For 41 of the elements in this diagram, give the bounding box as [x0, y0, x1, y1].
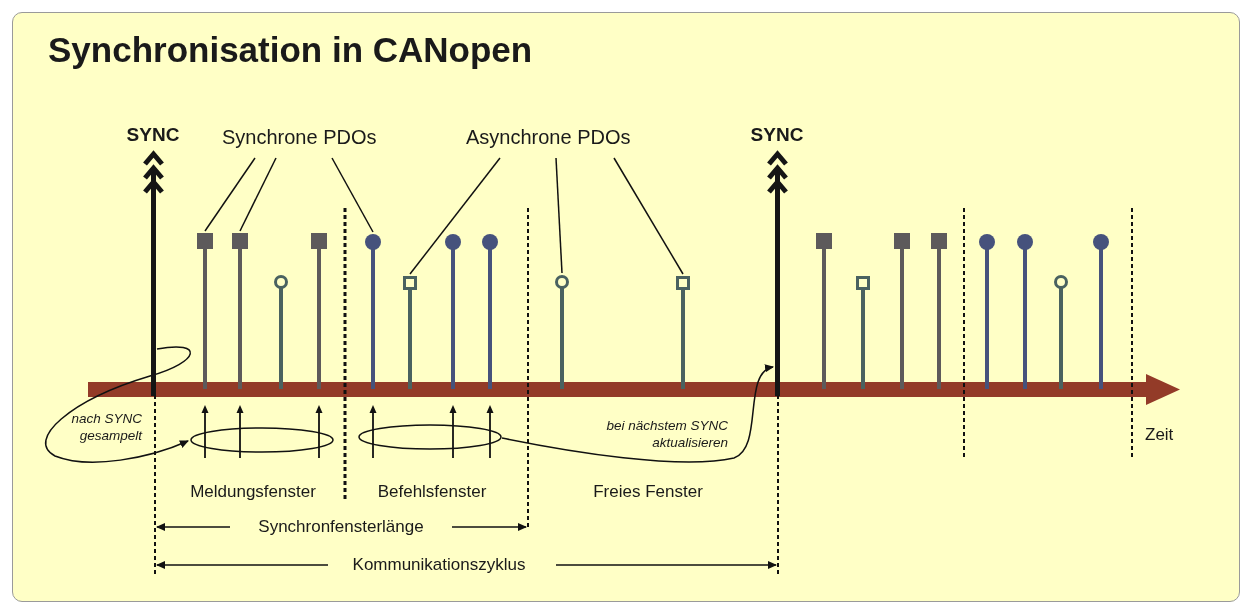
- sync-label: SYNC: [125, 124, 181, 146]
- pdo-square-marker: [311, 233, 327, 249]
- pdo-group-label: Asynchrone PDOs: [466, 126, 631, 149]
- window-label: Befehlsfenster: [377, 482, 487, 502]
- pdo-square-marker: [197, 233, 213, 249]
- pdo-circle-marker: [365, 234, 381, 250]
- grouping-ellipse: [358, 424, 502, 450]
- window-label: Freies Fenster: [593, 482, 703, 502]
- pdo-circle-marker: [274, 275, 288, 289]
- leader-line: [204, 157, 256, 232]
- grouping-ellipse: [190, 427, 334, 453]
- axis-label: Zeit: [1145, 425, 1174, 445]
- pdo-square-marker: [856, 276, 870, 290]
- leader-line: [555, 157, 563, 274]
- pdo-square-marker: [894, 233, 910, 249]
- leader-line: [239, 157, 277, 232]
- edge-label: bei nächstem SYNC aktualisieren: [605, 417, 728, 451]
- leader-line: [613, 157, 684, 275]
- pdo-circle-marker: [979, 234, 995, 250]
- pdo-circle-marker: [555, 275, 569, 289]
- pdo-group-label: Synchrone PDOs: [222, 126, 377, 149]
- pdo-circle-marker: [1054, 275, 1068, 289]
- dimension-label: Kommunikationszyklus: [352, 555, 526, 575]
- pdo-circle-marker: [1017, 234, 1033, 250]
- pdo-square-marker: [931, 233, 947, 249]
- leader-line: [331, 157, 374, 233]
- diagram-title: Synchronisation in CANopen: [48, 30, 533, 70]
- pdo-circle-marker: [482, 234, 498, 250]
- dimension-label: Synchronfensterlänge: [258, 517, 424, 537]
- leader-line: [409, 157, 501, 275]
- curved-arrow: [501, 366, 774, 463]
- window-label: Meldungsfenster: [190, 482, 316, 502]
- pdo-square-marker: [403, 276, 417, 290]
- pdo-square-marker: [232, 233, 248, 249]
- pdo-square-marker: [676, 276, 690, 290]
- edge-label: nach SYNC gesampelt: [70, 410, 142, 444]
- pdo-square-marker: [816, 233, 832, 249]
- sync-label: SYNC: [749, 124, 805, 146]
- curved-arrow: [45, 346, 191, 463]
- pdo-circle-marker: [1093, 234, 1109, 250]
- pdo-circle-marker: [445, 234, 461, 250]
